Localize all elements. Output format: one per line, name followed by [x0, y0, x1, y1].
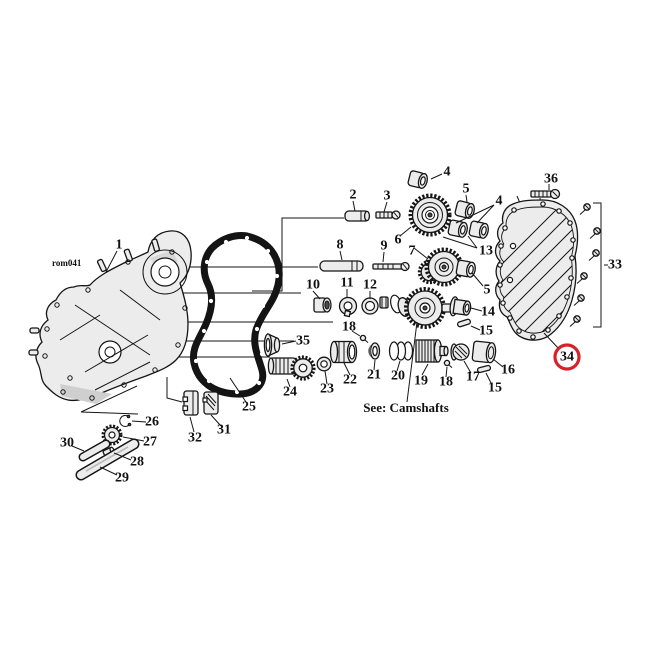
part-label-19: 19 [414, 374, 428, 389]
gear-7 [417, 247, 464, 287]
part-label-31: 31 [217, 423, 231, 438]
part-label-11: 11 [340, 276, 353, 291]
case-stud [96, 258, 108, 273]
bushing-4-top [406, 169, 430, 190]
part-label-9: 9 [381, 239, 388, 254]
cover-bolt-holes [497, 201, 576, 340]
shaft-29 [75, 438, 140, 481]
figure-code: rom041 [52, 258, 82, 268]
pinion-gear-19 [415, 339, 449, 363]
part-label-18a: 18 [342, 320, 356, 335]
part-label-18b: 18 [439, 375, 453, 390]
washer-21 [368, 342, 381, 360]
part-label-23: 23 [320, 382, 334, 397]
crankcase [28, 230, 192, 404]
key-15-upper [456, 318, 472, 328]
washer-12 [361, 297, 379, 315]
part-label-6: 6 [395, 233, 402, 248]
key-31 [202, 391, 219, 415]
part-label-25: 25 [242, 400, 256, 415]
plug-17 [450, 343, 470, 361]
case-stud [29, 327, 40, 334]
bushing-13-right [468, 219, 491, 240]
part-label-21: 21 [367, 368, 381, 383]
part-label-35: 35 [296, 334, 310, 349]
camshafts-note: See: Camshafts [363, 400, 449, 415]
cover-hatching [499, 207, 574, 334]
part-label-36: 36 [544, 172, 558, 187]
part-label-15b: 15 [488, 381, 502, 396]
bushing-10 [313, 297, 332, 313]
screw-18-upper [359, 334, 369, 344]
thrust-washer-35 [263, 332, 281, 358]
gear-6 [408, 193, 452, 237]
pinion-shaft-24 [267, 355, 316, 381]
part-label-3: 3 [384, 189, 391, 204]
case-stud [28, 349, 39, 356]
part-label-28: 28 [130, 455, 144, 470]
screw-3 [375, 210, 401, 220]
part-label-4a: 4 [444, 165, 451, 180]
screw-36 [530, 188, 561, 200]
part-label-34: 34 [560, 350, 574, 365]
part-label-30: 30 [60, 436, 74, 451]
gasket-bolt-holes [193, 235, 280, 395]
washer-23 [316, 356, 332, 372]
circlip-26 [119, 414, 132, 427]
part-label-17: 17 [466, 370, 480, 385]
part-label-7: 7 [409, 244, 416, 259]
part-label-26: 26 [145, 415, 159, 430]
bushing-14 [449, 296, 472, 317]
bracket-33 [593, 202, 608, 328]
screw-18-lower [443, 359, 453, 369]
timing-gasket-25 [189, 232, 283, 398]
part-label-22: 22 [343, 373, 357, 388]
part-label-5b: 5 [484, 283, 491, 298]
case-shading [60, 384, 112, 404]
part-label-24: 24 [283, 385, 297, 400]
shaft-2 [344, 210, 371, 222]
bushing-16 [471, 340, 497, 364]
part-label-16: 16 [501, 363, 515, 378]
part-label-1: 1 [116, 238, 123, 253]
camshaft-assembly [379, 287, 458, 329]
case-bolt-holes [42, 249, 188, 401]
highlight-circle [553, 343, 581, 371]
pin-30 [78, 439, 111, 462]
screw-9 [372, 261, 410, 272]
part-label-2: 2 [350, 188, 357, 203]
part-label-33: 33 [608, 258, 622, 273]
part-label-10: 10 [306, 278, 320, 293]
part-label-32: 32 [188, 431, 202, 446]
part-label-12: 12 [363, 278, 377, 293]
cam-cover [494, 199, 579, 341]
leader-lines [71, 173, 560, 476]
bushing-22 [329, 340, 358, 364]
key-32 [182, 390, 199, 416]
shim-set-20 [388, 341, 414, 361]
part-label-27: 27 [143, 435, 157, 450]
part-label-13: 13 [479, 244, 493, 259]
part-label-15a: 15 [479, 324, 493, 339]
part-label-14: 14 [481, 305, 495, 320]
part-label-4b: 4 [496, 194, 503, 209]
part-label-29: 29 [115, 471, 129, 486]
gear-27 [101, 424, 123, 446]
tab-washer-11 [338, 296, 358, 318]
bushing-5-top [453, 199, 477, 220]
part-label-8: 8 [337, 238, 344, 253]
shaft-8 [319, 260, 364, 272]
part-label-20: 20 [391, 369, 405, 384]
part-label-5a: 5 [463, 182, 470, 197]
